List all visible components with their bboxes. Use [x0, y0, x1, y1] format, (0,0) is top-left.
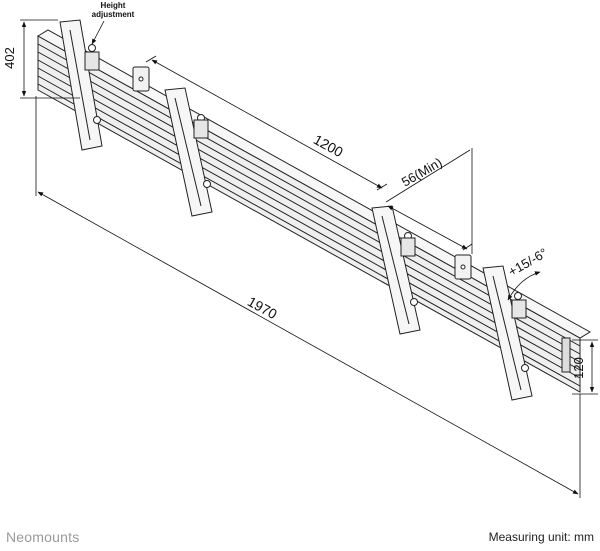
rail-height-dimension: 120 [571, 339, 598, 395]
measuring-unit-value: mm [574, 530, 594, 544]
rail-clip [454, 254, 472, 280]
brand-logo: Neomounts [6, 529, 80, 545]
height-dimension: 402 [2, 19, 80, 99]
tilt-label: +15/-6° [506, 245, 550, 279]
rail-end-cap [561, 337, 571, 373]
height-dimension-label: 402 [2, 47, 17, 69]
rail-height-label: 120 [571, 357, 586, 379]
height-adjustment-callout: Height adjustment [91, 1, 135, 45]
rail-clip [132, 66, 150, 92]
min-gap-label: 56(Min) [399, 155, 445, 190]
total-length-dimension: 1970 [35, 96, 581, 498]
measuring-unit: Measuring unit: mm [489, 530, 594, 544]
callout-line-1: Height [101, 1, 126, 10]
tilt-bracket [59, 19, 103, 151]
measuring-unit-label: Measuring unit: [488, 530, 571, 544]
spacing-dimension-label: 1200 [311, 131, 346, 160]
callout-line-2: adjustment [92, 10, 135, 19]
